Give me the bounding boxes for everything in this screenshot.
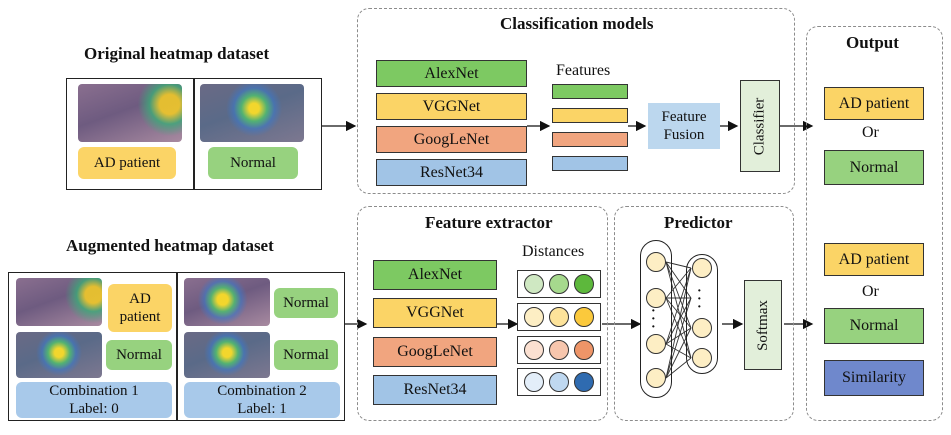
augmented-dataset-title: Augmented heatmap dataset xyxy=(66,236,274,255)
alexnet-block: AlexNet xyxy=(373,260,497,290)
distance-dot xyxy=(549,307,569,327)
distance-dot xyxy=(549,274,569,294)
divider xyxy=(193,78,195,190)
neuron xyxy=(692,318,712,338)
predictor-title: Predictor xyxy=(664,213,733,232)
vggnet-block: VGGNet xyxy=(376,93,527,120)
softmax-block: Softmax xyxy=(744,280,782,370)
output-title: Output xyxy=(846,33,899,52)
softmax-label: Softmax xyxy=(754,299,771,351)
distances-label: Distances xyxy=(522,243,585,260)
classification-models-panel xyxy=(357,8,795,194)
distance-row xyxy=(517,336,601,364)
original-dataset-title: Original heatmap dataset xyxy=(84,44,270,63)
distance-dot xyxy=(574,274,594,294)
output-similarity: Similarity xyxy=(824,360,924,396)
heatmap-image xyxy=(184,332,270,378)
neuron xyxy=(692,258,712,278)
output-ad-patient: AD patient xyxy=(824,243,924,276)
neuron xyxy=(692,348,712,368)
distance-dot xyxy=(524,340,544,360)
ellipsis: ··· xyxy=(697,284,702,315)
output-ad-patient: AD patient xyxy=(824,87,924,120)
alexnet-block: AlexNet xyxy=(376,60,527,87)
classifier-block: Classifier xyxy=(740,80,780,172)
neuron xyxy=(646,368,666,388)
divider xyxy=(176,272,178,421)
googlenet-block: GoogLeNet xyxy=(373,337,497,367)
hidden-layer xyxy=(686,254,718,374)
distance-dot xyxy=(549,340,569,360)
feature-fusion-block: Feature Fusion xyxy=(648,103,720,149)
neuron xyxy=(646,288,666,308)
feature-extractor-title: Feature extractor xyxy=(425,213,553,232)
feature-bar xyxy=(552,108,628,123)
or-label: Or xyxy=(862,124,879,141)
predictor-panel xyxy=(614,206,794,421)
output-normal: Normal xyxy=(824,150,924,185)
resnet34-block: ResNet34 xyxy=(373,375,497,405)
googlenet-block: GoogLeNet xyxy=(376,126,527,153)
features-label: Features xyxy=(556,62,611,79)
distance-dot xyxy=(574,307,594,327)
combination-2-label: Combination 2 Label: 1 xyxy=(184,382,340,418)
heatmap-image xyxy=(16,332,102,378)
resnet34-block: ResNet34 xyxy=(376,159,527,186)
distance-dot xyxy=(574,340,594,360)
feature-bar xyxy=(552,132,628,147)
input-layer xyxy=(640,240,672,398)
distance-dot xyxy=(524,372,544,392)
distance-row xyxy=(517,303,601,331)
combination-1-label: Combination 1 Label: 0 xyxy=(16,382,172,418)
feature-bar xyxy=(552,84,628,99)
classification-models-title: Classification models xyxy=(500,14,654,33)
distance-dot xyxy=(524,307,544,327)
feature-extractor-panel xyxy=(357,206,608,421)
distance-dot xyxy=(524,274,544,294)
output-panel xyxy=(806,26,943,421)
normal-label: Normal xyxy=(106,340,172,370)
neuron xyxy=(646,252,666,272)
ad-patient-label: AD patient xyxy=(108,284,172,332)
normal-label: Normal xyxy=(274,288,338,318)
heatmap-image xyxy=(184,278,270,326)
output-normal: Normal xyxy=(824,308,924,344)
normal-label: Normal xyxy=(208,147,298,179)
distance-dot xyxy=(549,372,569,392)
feature-bar xyxy=(552,156,628,171)
normal-label: Normal xyxy=(274,340,338,370)
vggnet-block: VGGNet xyxy=(373,298,497,328)
ad-patient-label: AD patient xyxy=(78,147,176,179)
distance-row xyxy=(517,270,601,298)
or-label: Or xyxy=(862,283,879,300)
ellipsis: ··· xyxy=(651,304,656,335)
heatmap-image xyxy=(78,84,182,142)
classifier-label: Classifier xyxy=(751,97,768,155)
heatmap-image xyxy=(16,278,102,326)
distance-dot xyxy=(574,372,594,392)
neuron xyxy=(646,334,666,354)
heatmap-image xyxy=(200,84,304,142)
distance-row xyxy=(517,368,601,396)
